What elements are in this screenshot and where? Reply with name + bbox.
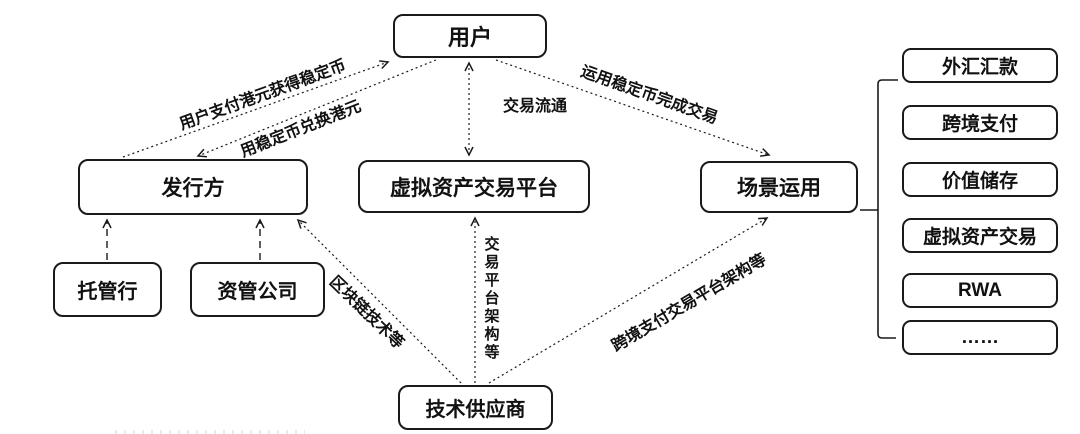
- node-custodian-bank: 托管行: [53, 262, 162, 317]
- node-virtual-asset-platform: 虚拟资产交易平台: [358, 160, 590, 213]
- cutoff-caption-fragment: [115, 430, 305, 434]
- node-asset-manager: 资管公司: [190, 262, 325, 317]
- node-scenario-application: 场景运用: [700, 161, 858, 213]
- scenario-item-fx-remittance: 外汇汇款: [902, 48, 1058, 83]
- edge-tech-scenario-line: [488, 217, 769, 384]
- edge-label-use-stablecoin: 运用稳定币完成交易: [578, 63, 720, 128]
- node-issuer: 发行方: [78, 159, 308, 215]
- scenario-item-rwa: RWA: [902, 273, 1058, 308]
- scenario-item-ellipsis: ……: [902, 320, 1058, 355]
- edge-label-circulation: 交易流通: [503, 98, 568, 115]
- scenario-item-value-storage: 价值储存: [902, 162, 1058, 197]
- node-user: 用户: [393, 14, 547, 58]
- edge-label-platform-architecture: 交易平台架构等: [482, 236, 500, 362]
- node-tech-supplier: 技术供应商: [398, 385, 553, 430]
- scenario-item-crossborder-payment: 跨境支付: [902, 105, 1058, 140]
- scenario-bracket: [877, 79, 898, 339]
- edge-label-crossborder-architecture: 跨境支付交易平台架构等: [609, 251, 770, 356]
- edge-label-blockchain: 区块链技术等: [325, 273, 407, 353]
- scenario-item-virtual-asset-trading: 虚拟资产交易: [902, 218, 1058, 253]
